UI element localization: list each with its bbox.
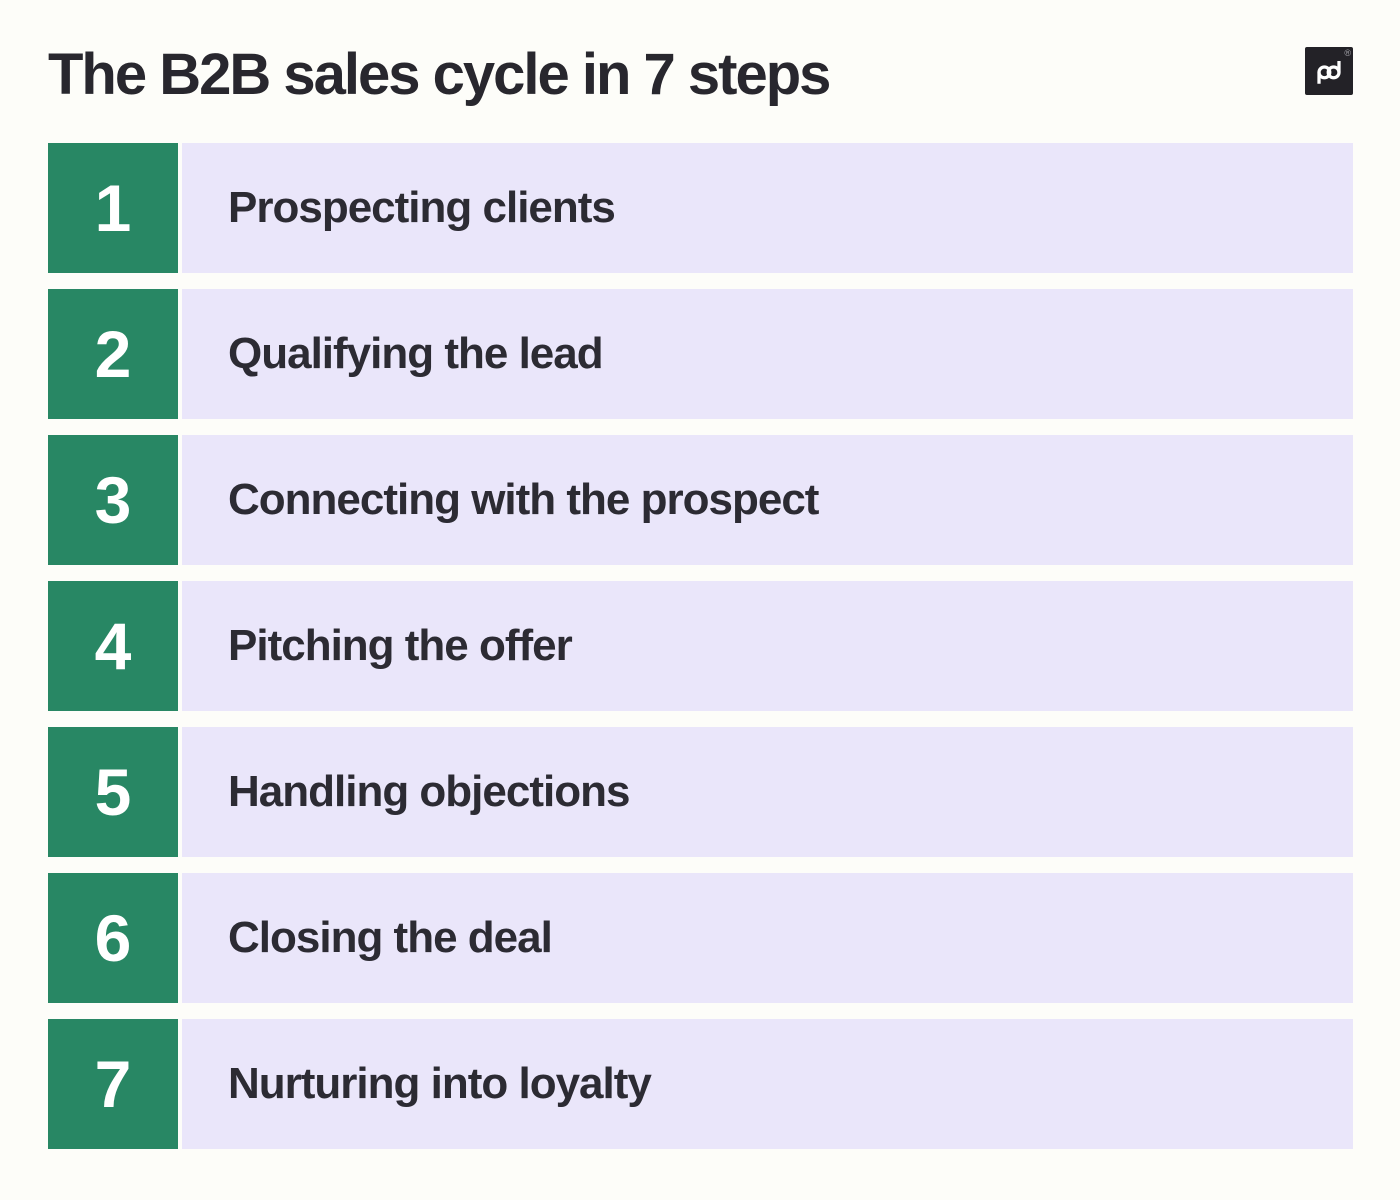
step-bar: Closing the deal bbox=[182, 873, 1353, 1003]
step-number-badge: 3 bbox=[48, 435, 178, 565]
step-label: Qualifying the lead bbox=[228, 329, 604, 378]
step-label: Connecting with the prospect bbox=[228, 475, 819, 524]
step-number-badge: 1 bbox=[48, 143, 178, 273]
step-row-5: 5 Handling objections bbox=[48, 727, 1353, 857]
step-row-6: 6 Closing the deal bbox=[48, 873, 1353, 1003]
page-title: The B2B sales cycle in 7 steps bbox=[48, 42, 831, 107]
step-label: Handling objections bbox=[228, 767, 630, 816]
step-row-2: 2 Qualifying the lead bbox=[48, 289, 1353, 419]
step-number-badge: 6 bbox=[48, 873, 178, 1003]
pandadoc-logo-icon: ® bbox=[1305, 47, 1353, 95]
step-bar: Prospecting clients bbox=[182, 143, 1353, 273]
step-bar: Handling objections bbox=[182, 727, 1353, 857]
step-number-badge: 2 bbox=[48, 289, 178, 419]
step-number-badge: 4 bbox=[48, 581, 178, 711]
step-label: Prospecting clients bbox=[228, 183, 616, 232]
step-bar: Qualifying the lead bbox=[182, 289, 1353, 419]
step-bar: Nurturing into loyalty bbox=[182, 1019, 1353, 1149]
header: The B2B sales cycle in 7 steps ® bbox=[48, 40, 1353, 120]
step-label: Pitching the offer bbox=[228, 621, 573, 670]
step-number-badge: 7 bbox=[48, 1019, 178, 1149]
steps-list: 1 Prospecting clients 2 Qualifying the l… bbox=[48, 143, 1353, 1165]
step-row-4: 4 Pitching the offer bbox=[48, 581, 1353, 711]
registered-trademark-mark: ® bbox=[1344, 48, 1351, 58]
step-row-7: 7 Nurturing into loyalty bbox=[48, 1019, 1353, 1149]
step-row-3: 3 Connecting with the prospect bbox=[48, 435, 1353, 565]
step-bar: Connecting with the prospect bbox=[182, 435, 1353, 565]
step-label: Closing the deal bbox=[228, 913, 553, 962]
step-label: Nurturing into loyalty bbox=[228, 1059, 652, 1108]
step-bar: Pitching the offer bbox=[182, 581, 1353, 711]
step-row-1: 1 Prospecting clients bbox=[48, 143, 1353, 273]
pd-logo-glyph-icon bbox=[1317, 61, 1341, 84]
step-number-badge: 5 bbox=[48, 727, 178, 857]
